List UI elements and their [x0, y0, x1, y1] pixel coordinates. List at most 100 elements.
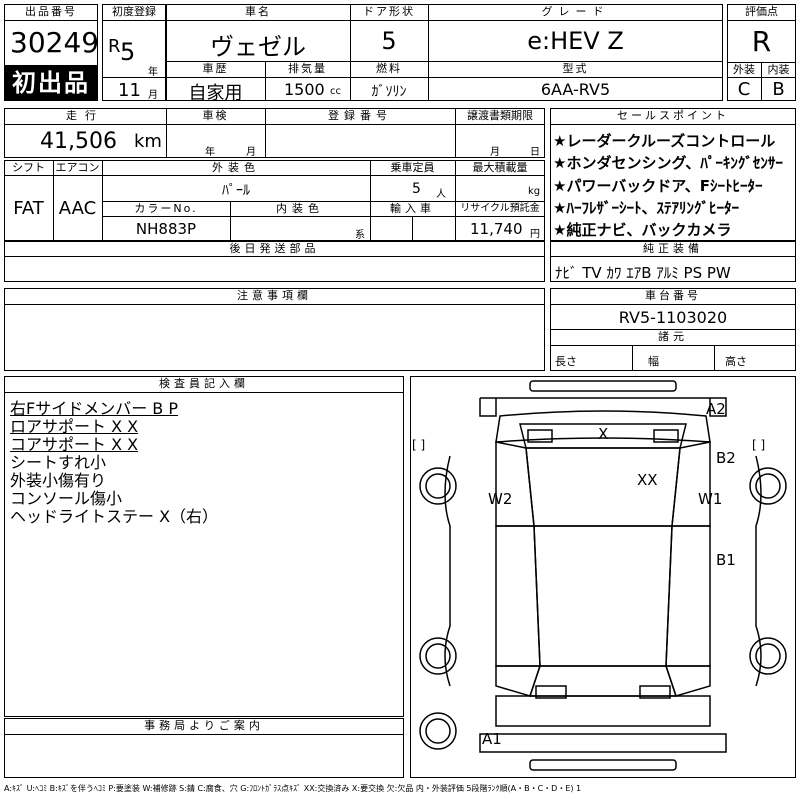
inspection-label: 車検 [202, 109, 229, 122]
registration-label: 初度登録 [112, 5, 156, 18]
inspector-note-line: コアサポート X X [10, 435, 139, 454]
ac-label: エアコン [55, 161, 100, 174]
interior-label: 内装 [767, 63, 790, 76]
sales-point-item: ★ﾊｰﾌﾚｻﾞｰｼｰﾄ、ｽﾃｱﾘﾝｸﾞﾋｰﾀｰ [553, 199, 739, 217]
notes-cell [4, 288, 545, 371]
score-label: 評価点 [745, 5, 778, 18]
air-conditioner: AAC [58, 198, 97, 219]
sales-points-cell [550, 108, 796, 241]
max-load-label: 最大積載量 [472, 161, 528, 174]
exterior-color: ﾊﾟｰﾙ [222, 183, 250, 199]
shift: FAT [13, 198, 44, 219]
chassis-label: 車台番号 [645, 289, 701, 302]
recycle-fee: 11,740 [470, 220, 523, 238]
era: R [108, 36, 121, 57]
dimensions-label: 諸元 [658, 330, 688, 343]
sales-point-item: ★パワーバックドア、Fｼｰﾄﾋｰﾀｰ [553, 177, 763, 195]
spec-row [4, 160, 545, 241]
capacity-unit: 人 [436, 189, 446, 200]
mileage: 41,506 [40, 129, 117, 154]
lot-number: 30249 [10, 26, 100, 59]
model-code: 6AA-RV5 [540, 80, 611, 99]
plate-label: 登録番号 [328, 109, 392, 122]
exterior-grade: C [737, 79, 751, 100]
mileage-row [4, 108, 545, 158]
year-unit: 年 [148, 67, 158, 78]
office-notice-label: 事務局よりご案内 [144, 719, 264, 732]
notes-label: 注意事項欄 [237, 289, 312, 302]
import-label: 輸入車 [390, 202, 435, 215]
car-name-label: 車名 [245, 5, 271, 18]
fuel: ｶﾞｿﾘﾝ [371, 84, 407, 100]
damage-mark-a1: A1 [482, 730, 502, 748]
transfer-month-unit: 月 [490, 147, 500, 158]
grade: e:HEV Z [527, 27, 624, 55]
damage-mark-w1: W1 [698, 490, 723, 508]
later-parts-label: 後日発送部品 [229, 242, 320, 255]
load-unit: kg [528, 186, 541, 197]
legend: A:ｷｽﾞ U:ﾍｺﾐ B:ｷｽﾞを伴うﾍｺﾐ P:要塗装 W:補修跡 S:錆 … [4, 784, 582, 793]
capacity: 5 [412, 181, 421, 197]
damage-mark-b1: B1 [716, 551, 736, 569]
inspection-year-unit: 年 [205, 147, 215, 158]
interior-grade: B [772, 79, 785, 100]
interior-color-unit: 系 [355, 230, 365, 241]
sales-point-item: ★純正ナビ、バックカメラ [553, 221, 732, 239]
width-label: 幅 [648, 355, 659, 368]
damage-mark-a2: A2 [706, 400, 726, 418]
transfer-day-unit: 日 [530, 147, 540, 158]
interior-color-label: 内装色 [276, 202, 324, 215]
exterior-label: 外装 [733, 63, 755, 76]
model-label: 型式 [562, 62, 589, 75]
damage-mark-xx: XX [637, 471, 658, 489]
door-type-label: ドア形状 [363, 5, 415, 18]
door-count: 5 [381, 27, 397, 55]
registration-cell [102, 4, 166, 101]
inspector-note-line: シートすれ小 [10, 453, 107, 472]
sales-point-item: ★レーダークルーズコントロール [553, 132, 776, 150]
equipment-cell [550, 241, 796, 282]
overall-score: R [751, 25, 772, 58]
inspector-note-line: 右Fサイドメンバー B P [10, 399, 179, 418]
capacity-label: 乗車定員 [390, 161, 435, 174]
shift-label: シフト [12, 161, 45, 174]
damage-mark-b2: B2 [716, 449, 736, 467]
history-label: 車歴 [202, 62, 229, 75]
inspector-notes-cell [4, 376, 404, 717]
mileage-label: 走行 [66, 109, 104, 122]
sales-points-label: セールスポイント [617, 109, 729, 122]
fuel-label: 燃料 [376, 62, 402, 75]
history-model-block [166, 61, 723, 101]
bracket-left: [ ] [412, 438, 426, 452]
lot-number-cell [4, 4, 98, 101]
length-label: 長さ [555, 355, 577, 368]
color-number: NH883P [135, 220, 197, 238]
damage-mark-x: X [598, 425, 609, 443]
inspector-note-line: ヘッドライトステー X（右） [10, 507, 219, 526]
cc-unit: cc [330, 86, 341, 97]
car-diagram-frame [410, 376, 796, 778]
month-unit: 月 [148, 90, 158, 101]
registration-year: 5 [120, 38, 136, 66]
grade-label: グレード [541, 5, 610, 18]
inspector-note-line: 外装小傷有り [10, 471, 107, 490]
lot-number-label: 出品番号 [25, 5, 77, 18]
recycle-label: リサイクル預託金 [460, 203, 540, 214]
displacement-label: 排気量 [288, 62, 327, 75]
yen-unit: 円 [530, 229, 540, 240]
bracket-right: [ ] [752, 438, 766, 452]
equipment: ﾅﾋﾞ TV ｶﾜ ｴｱB ｱﾙﾐ PS PW [555, 264, 731, 282]
history: 自家用 [188, 83, 243, 104]
car-diagram [419, 380, 787, 771]
chassis-number: RV5-1103020 [618, 308, 728, 327]
equipment-label: 純正装備 [643, 242, 703, 255]
displacement: 1500 [284, 80, 325, 99]
later-parts-cell [4, 241, 545, 282]
color-no-label: カラーNo. [134, 202, 198, 215]
first-listing-badge: 初出品 [5, 66, 97, 100]
inspector-notes-label: 検査員記入欄 [159, 377, 249, 390]
damage-mark-w2: W2 [488, 490, 513, 508]
sales-point-item: ★ホンダセンシング、ﾊﾟｰｷﾝｸﾞｾﾝｻｰ [553, 154, 783, 172]
inspector-note-line: ロアサポート X X [10, 417, 139, 436]
office-notice-cell [4, 718, 404, 778]
